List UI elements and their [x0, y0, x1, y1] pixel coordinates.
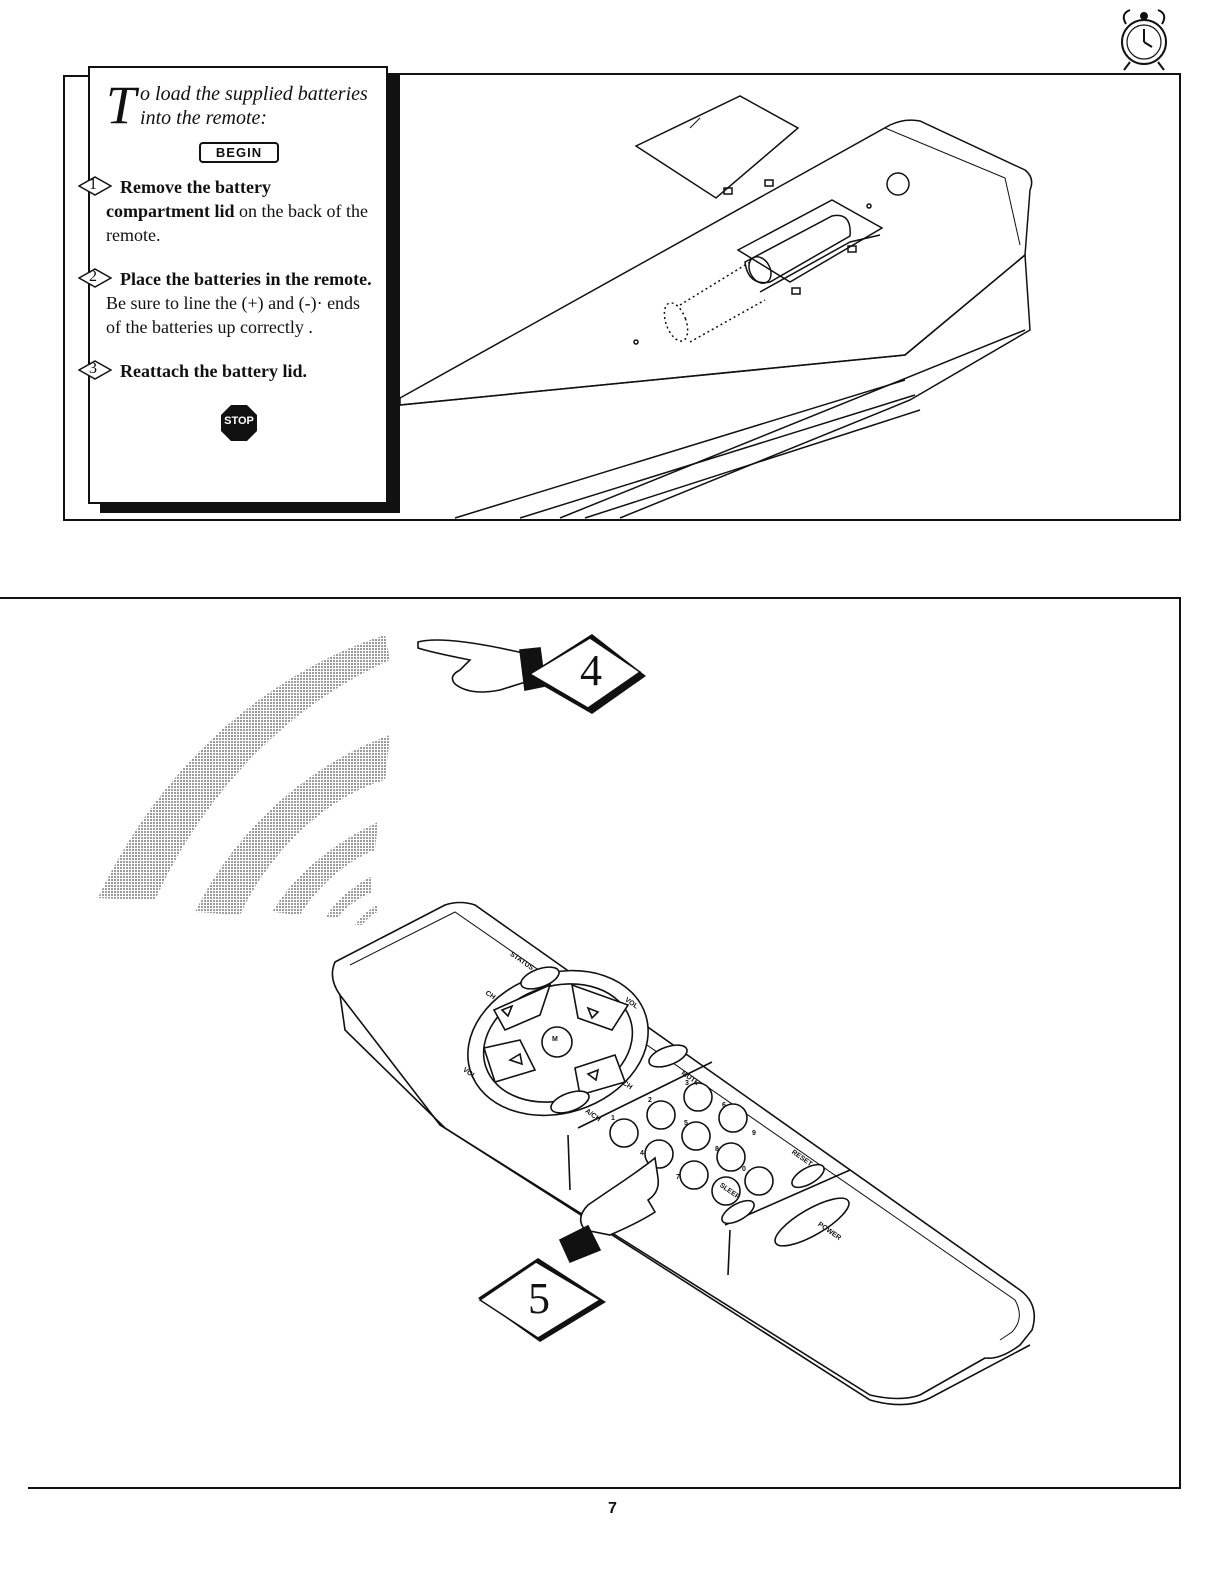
callout-diamond-4 — [526, 634, 646, 714]
step-number-diamond-icon — [78, 176, 112, 196]
page-number: 7 — [608, 1500, 617, 1517]
step-number: 1 — [89, 176, 97, 193]
step-rest: on the back of the remote. — [106, 201, 368, 245]
alarm-clock-icon — [1121, 9, 1167, 71]
step-1: 1 Remove the battery compartment lid on t… — [78, 175, 372, 247]
intro-rest: o load the supplied batteries into the r… — [140, 83, 368, 129]
menu-label: M — [552, 1036, 558, 1043]
step-number-diamond-icon — [78, 360, 112, 380]
step-bold: Reattach the battery lid. — [120, 361, 307, 381]
step-number: 2 — [89, 268, 97, 285]
digit-label: 2 — [648, 1097, 652, 1104]
step-bold: Place the batteries in the remote. — [120, 269, 372, 289]
begin-badge: BEGIN — [199, 142, 279, 163]
step-rest: Be sure to line the (+) and (-)· ends of… — [106, 293, 361, 337]
instruction-box: T o load the supplied batteries into the… — [78, 66, 388, 504]
digit-label: 8 — [715, 1146, 719, 1153]
pointing-hand-icon — [417, 639, 546, 693]
remote-back-illustration — [399, 95, 1033, 519]
callout-number-5: 5 — [528, 1274, 550, 1323]
digit-label: 1 — [611, 1115, 615, 1122]
digit-label: 5 — [684, 1120, 688, 1127]
digit-label: 0 — [742, 1166, 746, 1173]
callout-diamond-5 — [478, 1258, 606, 1342]
intro-dropcap: T — [106, 75, 137, 135]
step-2: 2 Place the batteries in the remote. Be s… — [78, 267, 372, 339]
step-bold: Remove the battery compartment lid — [106, 177, 271, 221]
pointing-hand-icon — [558, 1156, 660, 1264]
digit-label: 7 — [676, 1174, 680, 1181]
digit-label: 9 — [752, 1130, 756, 1137]
stop-label: STOP — [224, 415, 254, 427]
remote-front-illustration — [331, 901, 1036, 1406]
step-number: 3 — [89, 360, 97, 377]
digit-label: 4 — [640, 1150, 644, 1157]
callout-number-4: 4 — [580, 646, 602, 695]
digit-label: 6 — [722, 1102, 726, 1109]
intro-text: T o load the supplied batteries into the… — [106, 75, 372, 135]
ir-signal-waves — [98, 635, 390, 925]
top-panel-frame — [63, 73, 1181, 521]
stop-sign-icon: STOP — [219, 403, 259, 443]
digit-buttons — [609, 1082, 774, 1206]
digit-label: 3 — [685, 1080, 689, 1087]
bottom-panel-frame — [0, 597, 1181, 1489]
step-3: 3 Reattach the battery lid. — [78, 359, 372, 383]
step-number-diamond-icon — [78, 268, 112, 288]
